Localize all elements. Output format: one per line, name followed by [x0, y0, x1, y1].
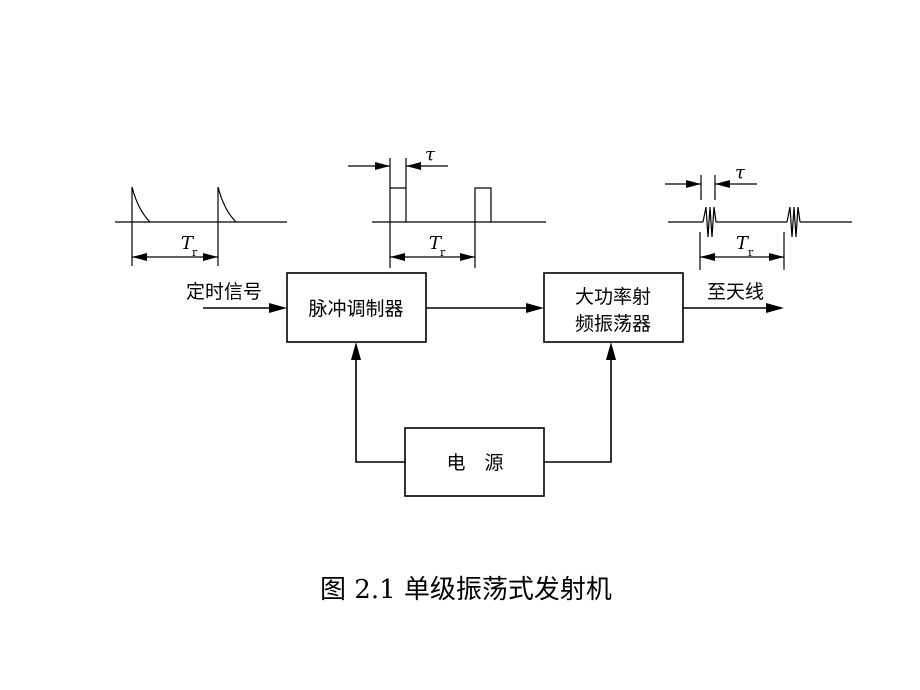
figure-caption: 图 2.1 单级振荡式发射机 — [320, 575, 612, 605]
pulse-width-label-2: τ — [735, 162, 746, 183]
period-subscript-3: r — [748, 246, 754, 259]
waveform-rf-pulses: τ T r — [665, 162, 852, 270]
modulator-to-oscillator-arrow — [426, 303, 544, 313]
power-supply-label: 电 源 — [446, 452, 503, 474]
period-label-3: T — [736, 233, 750, 254]
rf-oscillator-label-line2: 频振荡器 — [575, 313, 651, 335]
input-signal-label: 定时信号 — [186, 281, 262, 303]
pulse-modulator-block: 脉冲调制器 — [286, 272, 427, 343]
waveform-timing-signal: T r — [115, 186, 287, 266]
waveform-modulation-pulses: τ T r — [348, 144, 546, 268]
rf-oscillator-block: 大功率射 频振荡器 — [543, 272, 684, 343]
period-label-2: T — [429, 233, 443, 254]
antenna-output-label: 至天线 — [707, 281, 764, 303]
rf-oscillator-label-line1: 大功率射 — [575, 286, 651, 308]
pulse-width-label-1: τ — [425, 144, 436, 165]
period-label-1: T — [181, 233, 195, 254]
pulse-modulator-label: 脉冲调制器 — [308, 298, 403, 320]
input-signal: 定时信号 — [186, 281, 287, 313]
power-to-oscillator-line — [544, 342, 616, 463]
period-subscript-1: r — [192, 246, 198, 259]
period-subscript-2: r — [440, 246, 446, 259]
output-to-antenna: 至天线 — [683, 281, 784, 313]
power-to-modulator-line — [351, 342, 405, 463]
power-supply-block: 电 源 — [404, 427, 545, 497]
